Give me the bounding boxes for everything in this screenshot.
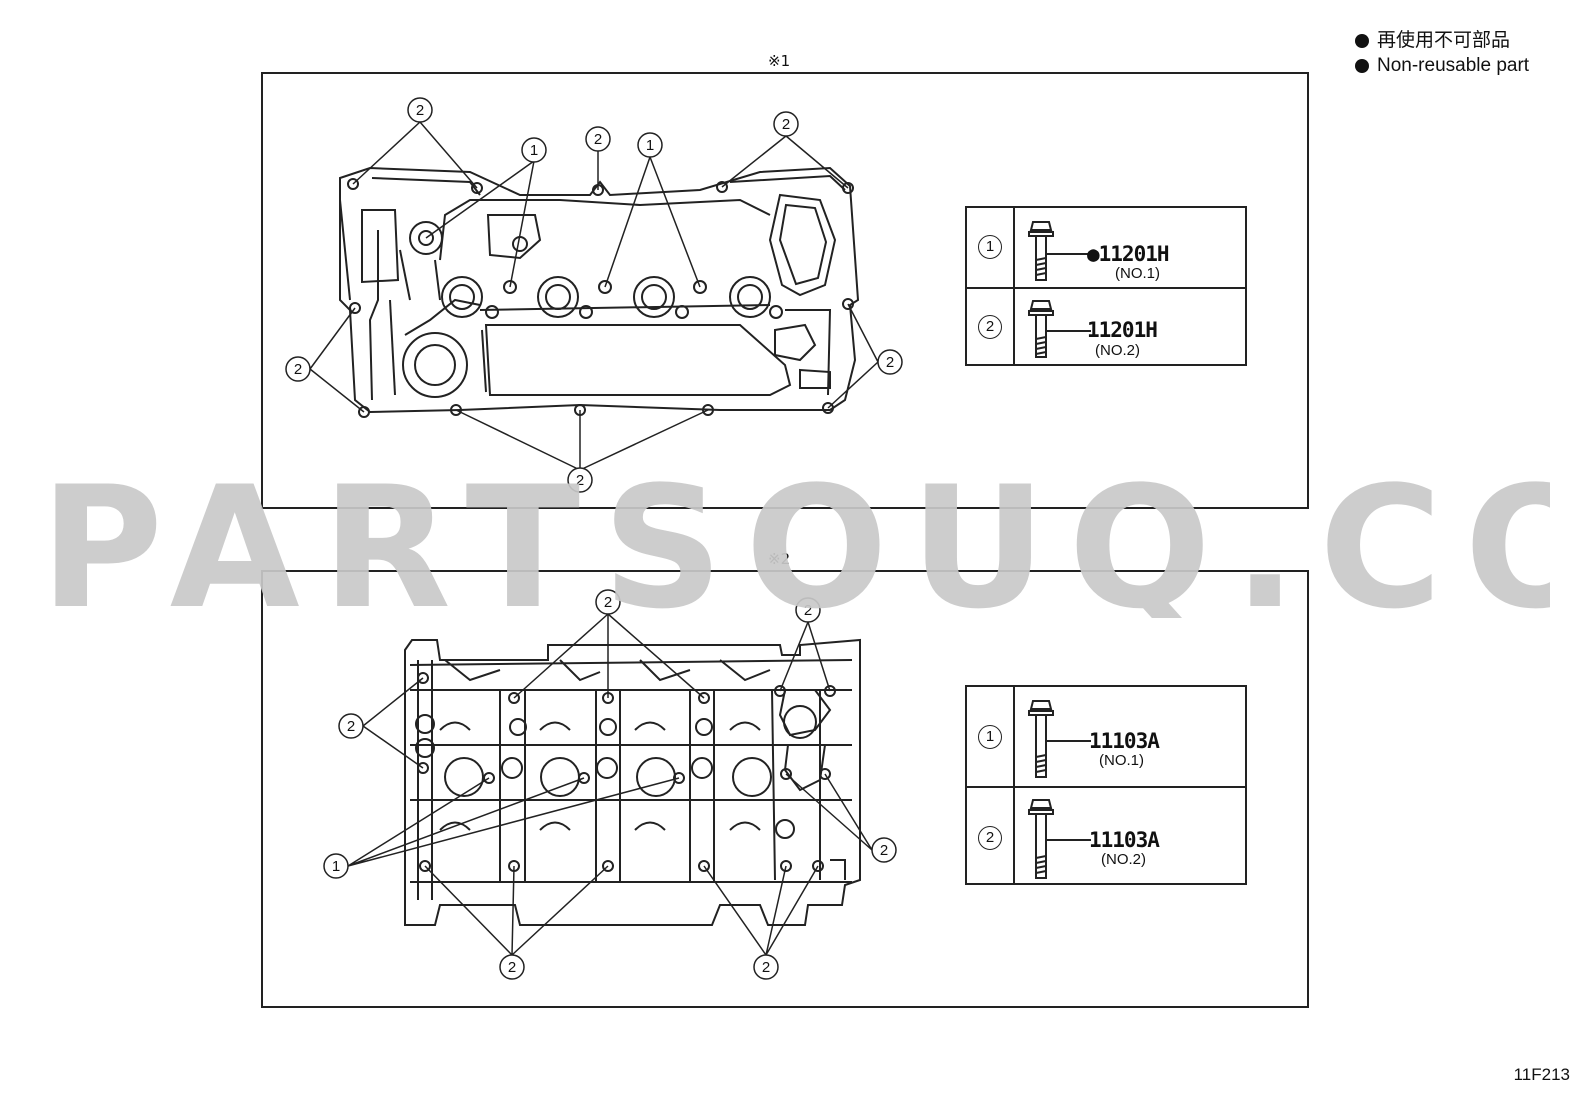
callout-2: 2 <box>804 602 812 619</box>
bolt-row-1: 1 ●11201H (NO.1) <box>967 208 1245 287</box>
part-number: 11201H <box>1087 318 1158 342</box>
legend-label-jp: 再使用不可部品 <box>1377 30 1511 51</box>
cylinder-head-bolt-holes <box>417 672 836 872</box>
callout-2: 2 <box>594 131 602 148</box>
callout-2: 2 <box>762 959 770 976</box>
callout-2: 2 <box>604 594 612 611</box>
callout-2: 2 <box>782 116 790 133</box>
part-sub: (NO.1) <box>1115 265 1160 282</box>
short-flange-bolt-icon <box>1028 221 1091 281</box>
bolt-table-cylinder-head: 1 11103A (NO.1) 2 11103A (NO.2) <box>965 685 1247 885</box>
long-flange-bolt-icon <box>1028 799 1091 879</box>
cylinder-head-outline <box>404 638 861 926</box>
section-mark-1: ※1 <box>768 52 791 70</box>
cam-housing-leaders <box>309 121 879 471</box>
index-circle: 1 <box>978 725 1002 749</box>
bolt-row-1: 1 11103A (NO.1) <box>967 687 1245 786</box>
callout-2: 2 <box>576 472 584 489</box>
callout-2: 2 <box>416 102 424 119</box>
callout-2: 2 <box>886 354 894 371</box>
cam-housing-bores <box>402 221 783 398</box>
non-reusable-dot-icon <box>1355 58 1369 73</box>
part-sub: (NO.2) <box>1101 851 1146 868</box>
panel-cylinder-head <box>261 570 1309 1008</box>
callouts: 2 1 2 1 2 2 2 2 2 2 2 1 2 2 2 <box>285 97 903 980</box>
callout-2: 2 <box>880 842 888 859</box>
part-number: ●11201H <box>1087 242 1170 266</box>
cam-housing-outline <box>339 166 860 414</box>
part-number: 11103A <box>1089 828 1160 852</box>
legend-label-en: Non-reusable part <box>1377 55 1530 76</box>
bolt-row-2: 2 11201H (NO.2) <box>967 287 1245 366</box>
bolt-table-cam-housing: 1 ●11201H (NO.1) 2 11201H (NO.2) <box>965 206 1247 366</box>
part-number: 11103A <box>1089 729 1160 753</box>
panel-cam-housing <box>261 72 1309 509</box>
index-circle: 1 <box>978 235 1002 259</box>
short-flange-bolt-icon <box>1028 300 1091 358</box>
callout-1: 1 <box>332 858 340 875</box>
cam-housing-bolt-holes <box>347 178 854 418</box>
non-reusable-dot-icon <box>1355 33 1369 48</box>
part-sub: (NO.2) <box>1095 342 1140 359</box>
cylinder-head-leaders <box>347 613 873 956</box>
long-flange-bolt-icon <box>1028 700 1091 778</box>
callout-1: 1 <box>530 142 538 159</box>
legend-item-en: Non-reusable part <box>1355 53 1529 78</box>
callout-1: 1 <box>646 137 654 154</box>
figure-code: 11F213 <box>1513 1065 1570 1084</box>
legend-item-jp: 再使用不可部品 <box>1355 28 1529 53</box>
bolt-row-2: 2 11103A (NO.2) <box>967 786 1245 885</box>
callout-2: 2 <box>347 718 355 735</box>
section-mark-2: ※2 <box>768 550 791 568</box>
legend: 再使用不可部品 Non-reusable part <box>1355 28 1529 78</box>
index-circle: 2 <box>978 826 1002 850</box>
index-circle: 2 <box>978 315 1002 339</box>
part-sub: (NO.1) <box>1099 752 1144 769</box>
callout-2: 2 <box>294 361 302 378</box>
callout-2: 2 <box>508 959 516 976</box>
